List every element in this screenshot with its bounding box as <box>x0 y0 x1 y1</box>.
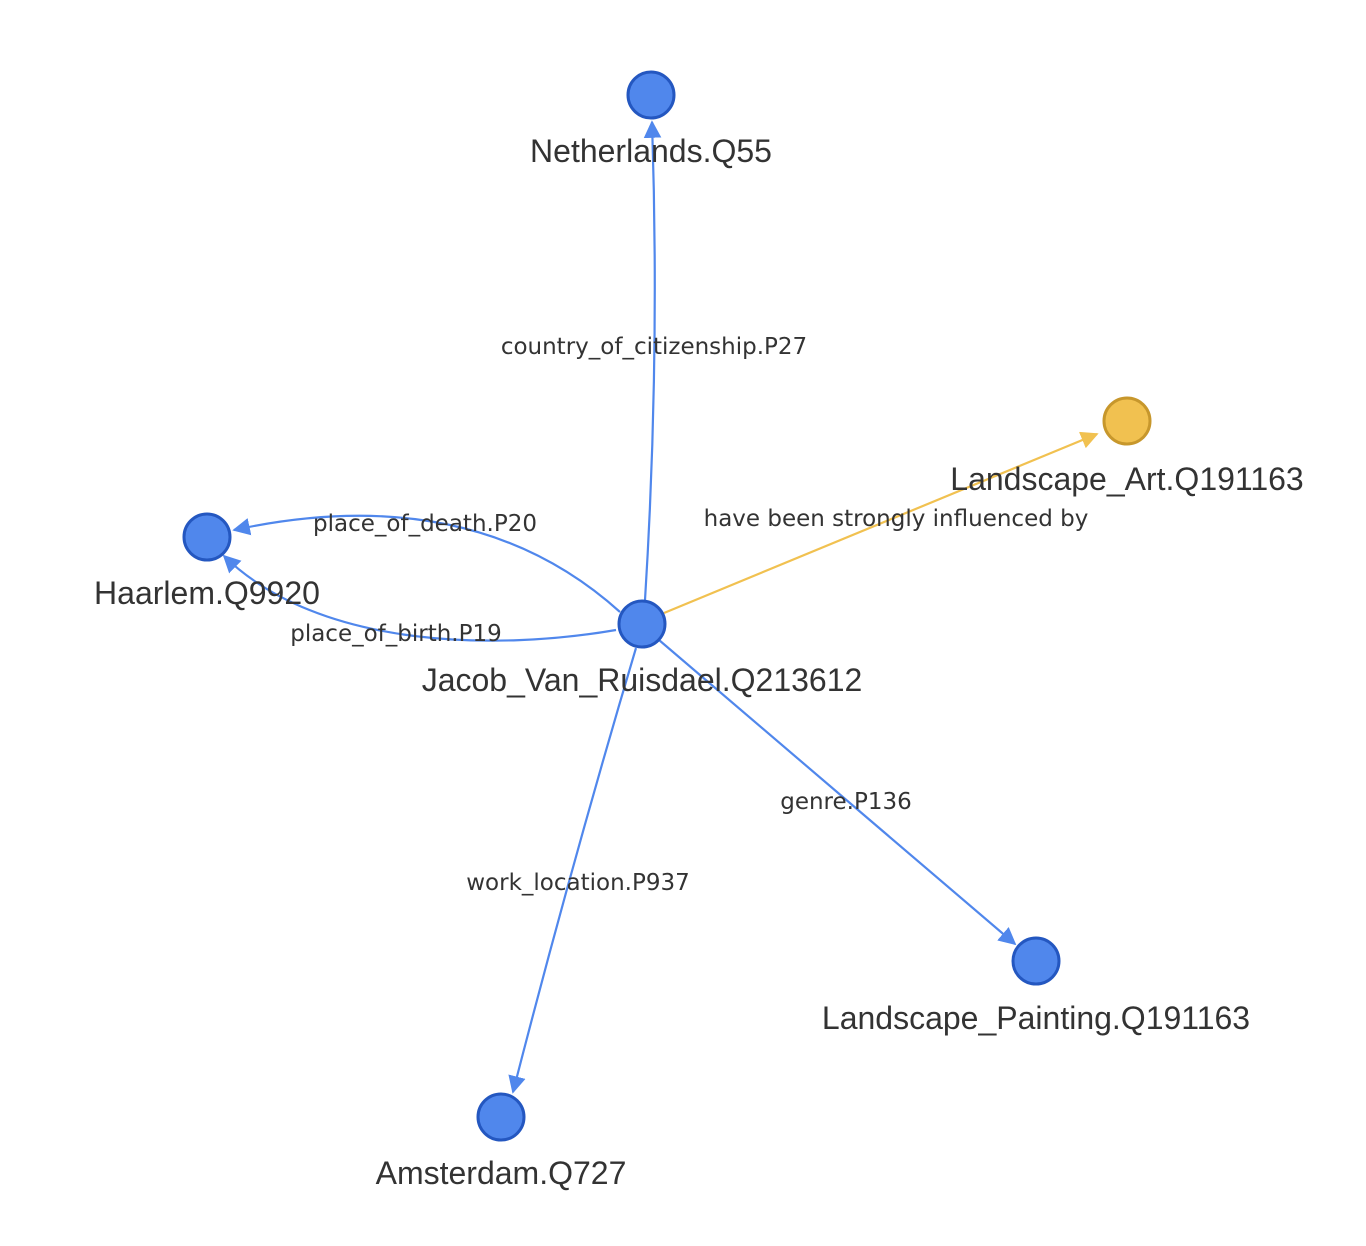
node-netherlands[interactable]: Netherlands.Q55 <box>530 70 772 169</box>
node-landscape-art[interactable]: Landscape_Art.Q191163 <box>950 396 1304 497</box>
edge-label-place-of-birth: place_of_birth.P19 <box>290 621 502 647</box>
node-label: Landscape_Art.Q191163 <box>950 461 1303 497</box>
edge-work-location <box>508 647 638 1094</box>
node-label: Haarlem.Q9920 <box>94 575 320 611</box>
edge-label-work-location: work_location.P937 <box>466 870 690 896</box>
edge-label-genre: genre.P136 <box>780 789 912 815</box>
node-circle[interactable] <box>626 70 676 120</box>
node-amsterdam[interactable]: Amsterdam.Q727 <box>376 1092 627 1191</box>
node-label: Landscape_Painting.Q191163 <box>822 1000 1250 1036</box>
node-circle[interactable] <box>182 512 232 562</box>
node-label: Amsterdam.Q727 <box>376 1155 627 1191</box>
node-label: Netherlands.Q55 <box>530 133 772 169</box>
node-circle[interactable] <box>1102 396 1152 446</box>
edge-labels: country_of_citizenship.P27 place_of_deat… <box>290 334 1088 896</box>
node-jacob-van-ruisdael[interactable]: Jacob_Van_Ruisdael.Q213612 <box>422 599 863 698</box>
node-circle[interactable] <box>476 1092 526 1142</box>
node-circle[interactable] <box>1011 936 1061 986</box>
edge-place-of-birth <box>222 554 617 642</box>
edge-place-of-death <box>232 514 621 613</box>
edge-have-been-strongly-influenced-by <box>663 431 1099 615</box>
node-circle[interactable] <box>617 599 667 649</box>
node-haarlem[interactable]: Haarlem.Q9920 <box>94 512 320 611</box>
node-label: Jacob_Van_Ruisdael.Q213612 <box>422 662 863 698</box>
nodes: Jacob_Van_Ruisdael.Q213612 Netherlands.Q… <box>94 70 1304 1191</box>
edge-label-country-of-citizenship: country_of_citizenship.P27 <box>501 334 807 360</box>
edge-label-have-been-strongly-influenced-by: have been strongly influenced by <box>704 506 1089 532</box>
edge-genre <box>658 639 1017 946</box>
node-landscape-painting[interactable]: Landscape_Painting.Q191163 <box>822 936 1250 1036</box>
edges <box>222 120 1099 1094</box>
edge-label-place-of-death: place_of_death.P20 <box>313 511 537 537</box>
edge-country-of-citizenship <box>643 120 662 601</box>
